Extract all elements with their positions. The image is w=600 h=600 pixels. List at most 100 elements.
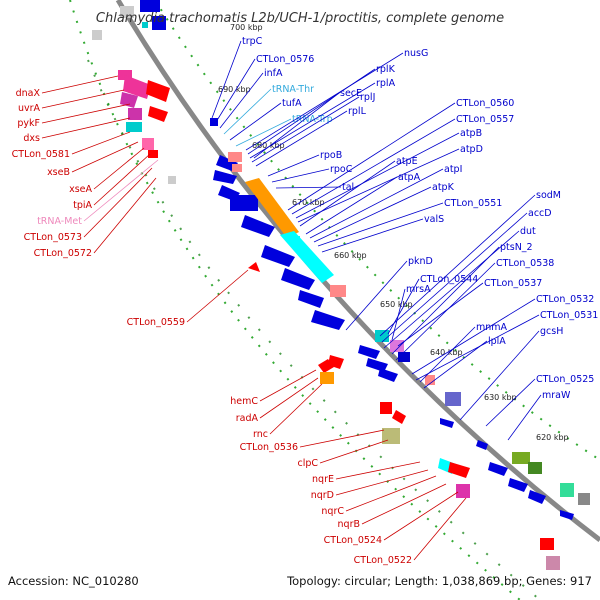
feature-track-outer bbox=[120, 0, 574, 520]
left-gene-labels: dnaXuvrApykFdxsCTLon_0581xseBxseAtpiAtRN… bbox=[12, 75, 467, 566]
gene-label-rpll: rplL bbox=[348, 106, 367, 117]
leader-line bbox=[305, 176, 398, 235]
leader-line bbox=[255, 110, 348, 167]
leader-line bbox=[383, 230, 520, 349]
leader-line bbox=[379, 194, 536, 337]
leader-line bbox=[83, 159, 159, 222]
gene-label-rnc: rnc bbox=[253, 429, 268, 440]
gene-label-ctlon-0536: CTLon_0536 bbox=[240, 442, 298, 453]
leader-line bbox=[361, 483, 447, 525]
gene-label-ctlon-0557: CTLon_0557 bbox=[456, 114, 514, 125]
gene-label-dxs: dxs bbox=[23, 133, 40, 144]
gene-label-rplj: rplJ bbox=[360, 92, 375, 103]
leader-line bbox=[215, 58, 256, 123]
gene-label-ctlon-0559: CTLon_0559 bbox=[127, 317, 185, 328]
gene-label-xsea: xseA bbox=[69, 184, 92, 195]
gene-label-rada: radA bbox=[236, 413, 259, 424]
gene-label-lpla: lplA bbox=[488, 336, 506, 347]
gene-label-sodm: sodM bbox=[536, 190, 561, 201]
leader-line bbox=[269, 383, 323, 435]
gene-label-ctlon-0544: CTLon_0544 bbox=[420, 274, 478, 285]
leader-line bbox=[459, 330, 540, 421]
leader-line bbox=[391, 288, 406, 341]
accession-label: Accession: NC_010280 bbox=[8, 574, 139, 588]
gene-label-xseb: xseB bbox=[47, 167, 70, 178]
gene-label-sece: secE bbox=[340, 88, 362, 99]
leader-line bbox=[229, 102, 282, 141]
gene-label-nqre: nqrE bbox=[312, 474, 334, 485]
gene-label-rplk: rplK bbox=[376, 64, 396, 75]
gene-label-ctlon-0532: CTLon_0532 bbox=[536, 294, 594, 305]
gene-label-rpob: rpoB bbox=[320, 150, 342, 161]
gene-label-nqrb: nqrB bbox=[338, 519, 360, 530]
gene-label-ctlon-0538: CTLon_0538 bbox=[496, 258, 554, 269]
gene-label-ctlon-0525: CTLon_0525 bbox=[536, 374, 594, 385]
leader-line bbox=[317, 202, 444, 247]
leader-line bbox=[345, 475, 437, 512]
leader-line bbox=[395, 262, 496, 361]
leader-line bbox=[299, 160, 396, 227]
leader-line bbox=[267, 154, 320, 177]
leader-line bbox=[287, 102, 456, 211]
leader-line bbox=[71, 131, 131, 155]
leader-line bbox=[186, 269, 249, 323]
gene-label-tal: tal bbox=[342, 182, 354, 193]
gene-label-ctlon-0524: CTLon_0524 bbox=[324, 535, 382, 546]
feature-track-middle bbox=[142, 22, 590, 505]
leader-line bbox=[223, 88, 272, 135]
gene-label-tpia: tpiA bbox=[73, 200, 92, 211]
leader-line bbox=[299, 429, 385, 448]
gene-label-pknd: pknD bbox=[408, 256, 433, 267]
leader-line bbox=[295, 132, 460, 219]
leader-line bbox=[41, 103, 131, 124]
gene-label-rpla: rplA bbox=[376, 78, 396, 89]
gene-label-ctlon-0522: CTLon_0522 bbox=[354, 555, 412, 566]
leader-line bbox=[291, 118, 456, 215]
gene-label-ctlon-0573: CTLon_0573 bbox=[24, 232, 82, 243]
gene-label-ctlon-0537: CTLon_0537 bbox=[484, 278, 542, 289]
leader-line bbox=[321, 218, 424, 253]
leader-line bbox=[507, 394, 542, 441]
gene-label-rpoc: rpoC bbox=[330, 164, 353, 175]
gene-label-ctlon-0551: CTLon_0551 bbox=[444, 198, 502, 209]
gene-label-mnma: mnmA bbox=[476, 322, 508, 333]
gene-label-mrsa: mrsA bbox=[406, 284, 431, 295]
leader-line bbox=[313, 186, 432, 243]
feature-track-inner-left bbox=[92, 30, 560, 570]
gene-label-accd: accD bbox=[528, 208, 552, 219]
gene-label-trpc: trpC bbox=[242, 36, 263, 47]
gene-label-ctlon-0581: CTLon_0581 bbox=[12, 149, 70, 160]
leader-line bbox=[423, 340, 488, 389]
leader-line bbox=[383, 491, 459, 541]
leader-line bbox=[381, 212, 528, 343]
gene-label-ptsn-2: ptsN_2 bbox=[500, 242, 533, 253]
leader-line bbox=[71, 141, 139, 173]
leader-line bbox=[335, 469, 429, 496]
leader-line bbox=[253, 92, 340, 159]
leader-line bbox=[413, 497, 467, 561]
gene-label-dnax: dnaX bbox=[16, 88, 41, 99]
leader-line bbox=[387, 278, 420, 335]
leader-line bbox=[415, 314, 540, 381]
gene-label-trna-thr: tRNA-Thr bbox=[272, 84, 314, 95]
leader-line bbox=[259, 369, 317, 402]
gene-label-atpk: atpK bbox=[432, 182, 455, 193]
gene-label-atpi: atpI bbox=[444, 164, 462, 175]
leader-line bbox=[397, 282, 484, 347]
leader-line bbox=[211, 40, 242, 119]
leader-line bbox=[247, 68, 376, 155]
leader-line bbox=[251, 96, 360, 163]
right-gene-labels: trpCCTLon_0576infAtRNA-ThrtufAtRNA-Trpnu… bbox=[211, 36, 598, 441]
leader-line bbox=[345, 260, 408, 331]
gene-label-ctlon-0576: CTLon_0576 bbox=[256, 54, 314, 65]
gene-label-gcsh: gcsH bbox=[540, 326, 563, 337]
gene-label-ctlon-0531: CTLon_0531 bbox=[540, 310, 598, 321]
gene-label-mraw: mraW bbox=[542, 390, 571, 401]
scale-label: 670 kbp bbox=[292, 198, 325, 207]
gene-label-trna-trp: tRNA-Trp bbox=[292, 114, 333, 125]
leader-line bbox=[271, 168, 330, 183]
leader-line bbox=[391, 246, 500, 355]
leader-line bbox=[41, 75, 119, 94]
